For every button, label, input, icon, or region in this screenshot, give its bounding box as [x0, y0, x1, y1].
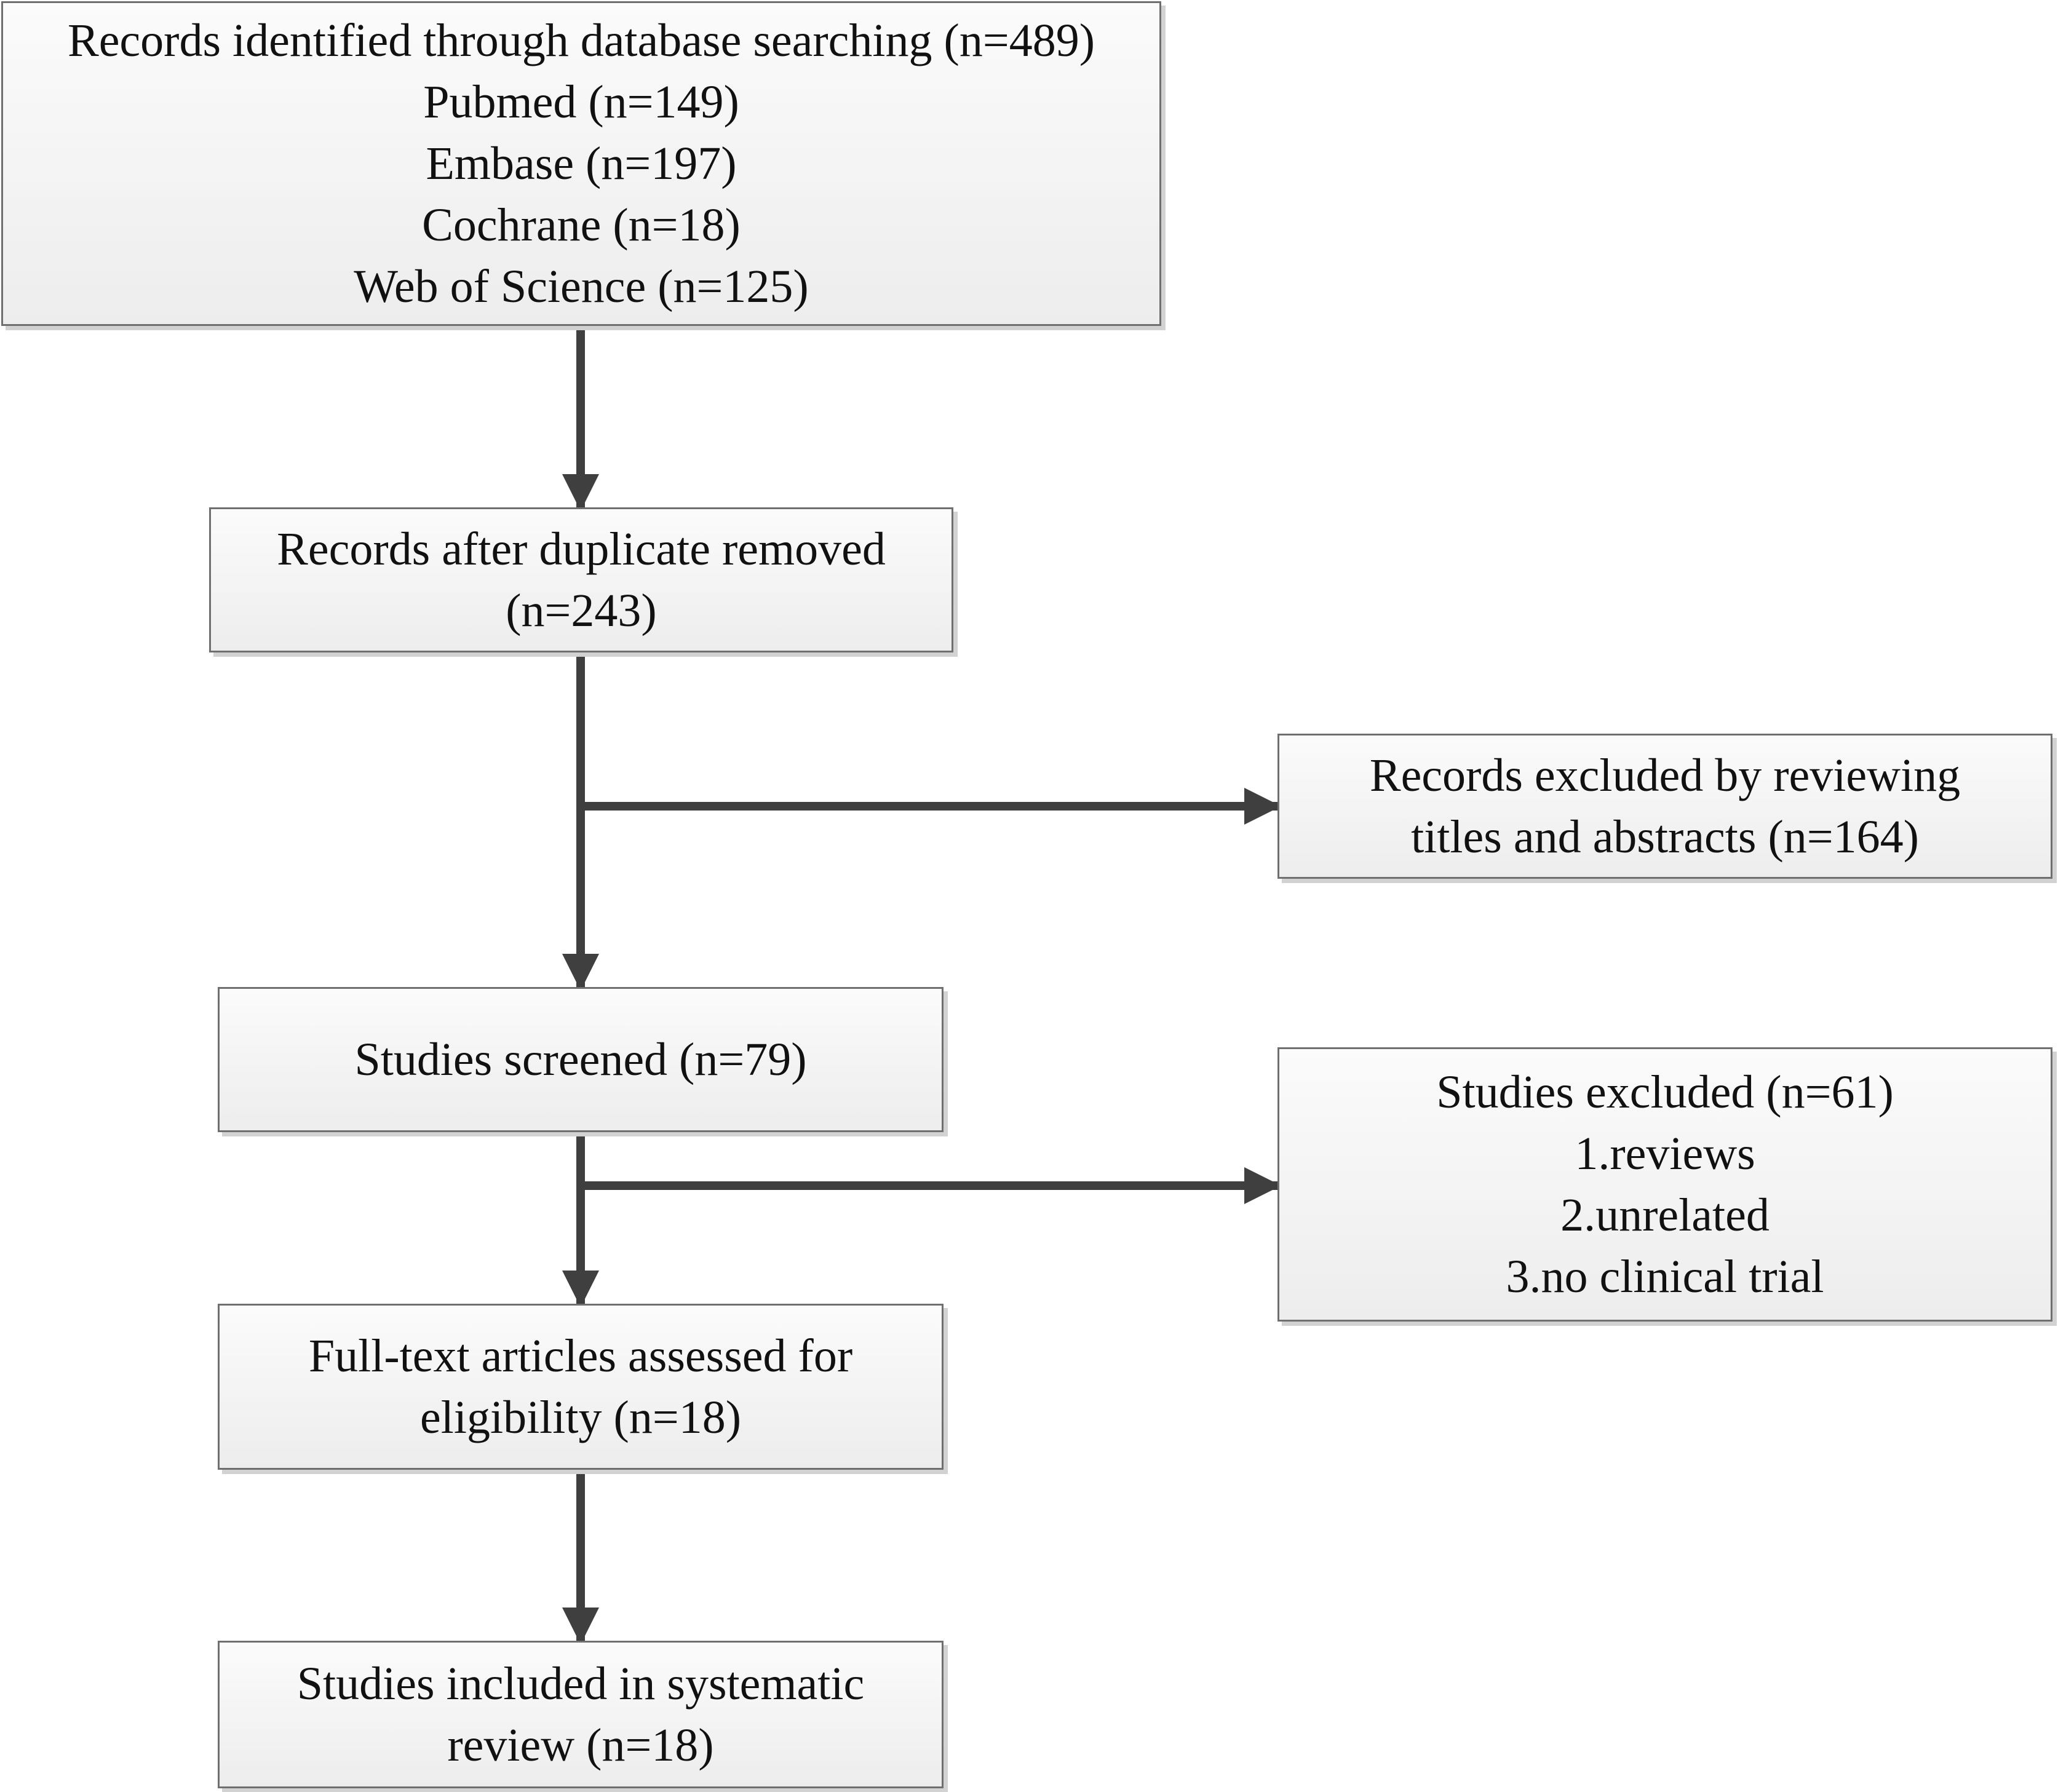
- records-after-duplicates-label: Records after duplicate removed: [277, 523, 886, 575]
- source-web-of-science: Web of Science (n=125): [354, 261, 809, 312]
- studies-included-line2: review (n=18): [447, 1719, 714, 1771]
- fulltext-assessed-line1: Full-text articles assessed for: [308, 1330, 853, 1382]
- source-pubmed: Pubmed (n=149): [423, 76, 739, 128]
- records-after-duplicates-count: (n=243): [506, 585, 657, 636]
- exclusion-reason-unrelated: 2.unrelated: [1560, 1189, 1770, 1241]
- studies-excluded-title: Studies excluded (n=61): [1436, 1066, 1894, 1118]
- records-identified-box: Records identified through database sear…: [1, 1, 1161, 326]
- records-after-duplicates-box: Records after duplicate removed (n=243): [209, 507, 953, 652]
- fulltext-assessed-box: Full-text articles assessed for eligibil…: [218, 1304, 944, 1470]
- records-excluded-titles-line1: Records excluded by reviewing: [1369, 750, 1961, 801]
- source-cochrane: Cochrane (n=18): [422, 199, 741, 251]
- studies-screened-box: Studies screened (n=79): [218, 987, 944, 1132]
- records-excluded-titles-line2: titles and abstracts (n=164): [1411, 811, 1919, 863]
- studies-included-line1: Studies included in systematic: [296, 1658, 865, 1710]
- studies-excluded-box: Studies excluded (n=61) 1.reviews 2.unre…: [1277, 1047, 2052, 1322]
- exclusion-reason-reviews: 1.reviews: [1575, 1128, 1755, 1179]
- exclusion-reason-no-clinical-trial: 3.no clinical trial: [1506, 1251, 1824, 1302]
- records-excluded-titles-box: Records excluded by reviewing titles and…: [1277, 734, 2052, 879]
- studies-included-box: Studies included in systematic review (n…: [218, 1641, 944, 1788]
- fulltext-assessed-line2: eligibility (n=18): [419, 1392, 742, 1443]
- studies-screened-label: Studies screened (n=79): [354, 1034, 807, 1085]
- records-identified-title: Records identified through database sear…: [68, 15, 1095, 66]
- source-embase: Embase (n=197): [426, 138, 737, 189]
